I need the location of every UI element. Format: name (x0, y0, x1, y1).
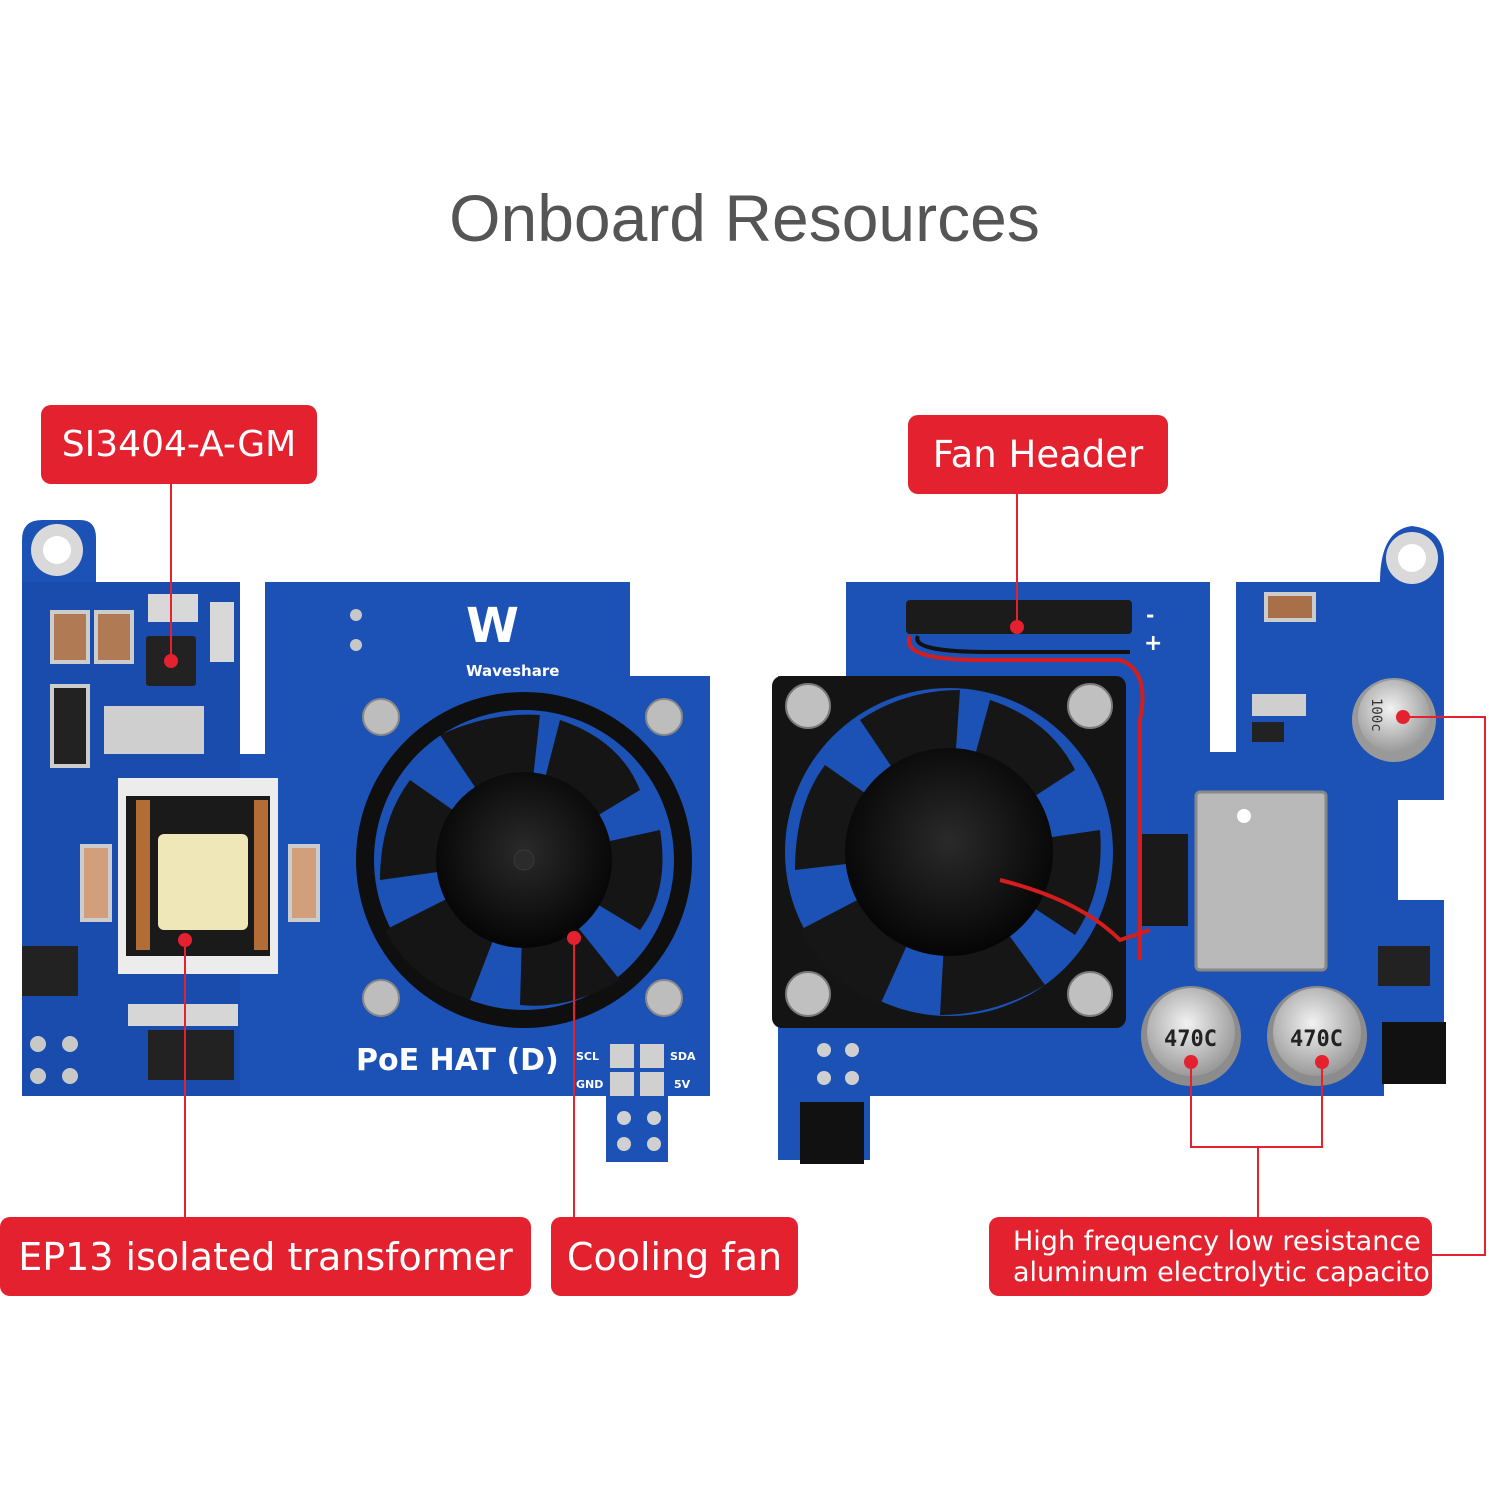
callout-capacitor-line1: High frequency low resistance (1013, 1225, 1421, 1257)
capacitor-small: 100c (1352, 678, 1436, 762)
leader-lines (170, 484, 1486, 1256)
i2c-header (610, 1044, 664, 1151)
callout-fan-header: Fan Header (908, 415, 1168, 494)
pin-header-back-1 (1382, 1022, 1446, 1084)
pin-label-5v: 5V (674, 1078, 691, 1091)
model-label: PoE HAT (D) (356, 1043, 559, 1078)
leader-capacitor-small (1403, 716, 1486, 1256)
callout-capacitor: High frequency low resistance aluminum e… (989, 1217, 1441, 1296)
cooling-fan-front (356, 692, 692, 1028)
callout-ep13-transformer: EP13 isolated transformer (0, 1217, 531, 1296)
svg-text:470C: 470C (1290, 1027, 1343, 1052)
back-board: - + (772, 526, 1446, 1164)
callout-capacitor-line2: aluminum electrolytic capacitor (1013, 1256, 1441, 1288)
pin-label-scl: SCL (576, 1050, 599, 1063)
cooling-fan-back (772, 676, 1126, 1028)
svg-text:100c: 100c (1368, 698, 1384, 732)
callout-si3404: SI3404-A-GM (41, 405, 317, 484)
front-board: W Waveshare PoE HAT (D) SCL (22, 520, 710, 1162)
page-title: Onboard Resources (449, 181, 1040, 255)
pin-label-gnd: GND (576, 1078, 603, 1091)
waveshare-logo-mark: W (466, 598, 519, 654)
waveshare-brand: Waveshare (466, 662, 559, 680)
callout-cooling-fan: Cooling fan (551, 1217, 798, 1296)
polarity-minus: - (1146, 603, 1154, 627)
pin-label-sda: SDA (670, 1050, 696, 1063)
capacitor-large-1: 470C (1141, 986, 1241, 1086)
pin-header-back-2 (800, 1102, 864, 1164)
power-module (1194, 790, 1328, 972)
fan-header-connector (906, 600, 1132, 634)
leader-capacitor-large (1190, 1062, 1323, 1148)
capacitor-large-2: 470C (1267, 986, 1367, 1086)
svg-text:470C: 470C (1164, 1027, 1217, 1052)
polarity-plus: + (1144, 631, 1162, 656)
